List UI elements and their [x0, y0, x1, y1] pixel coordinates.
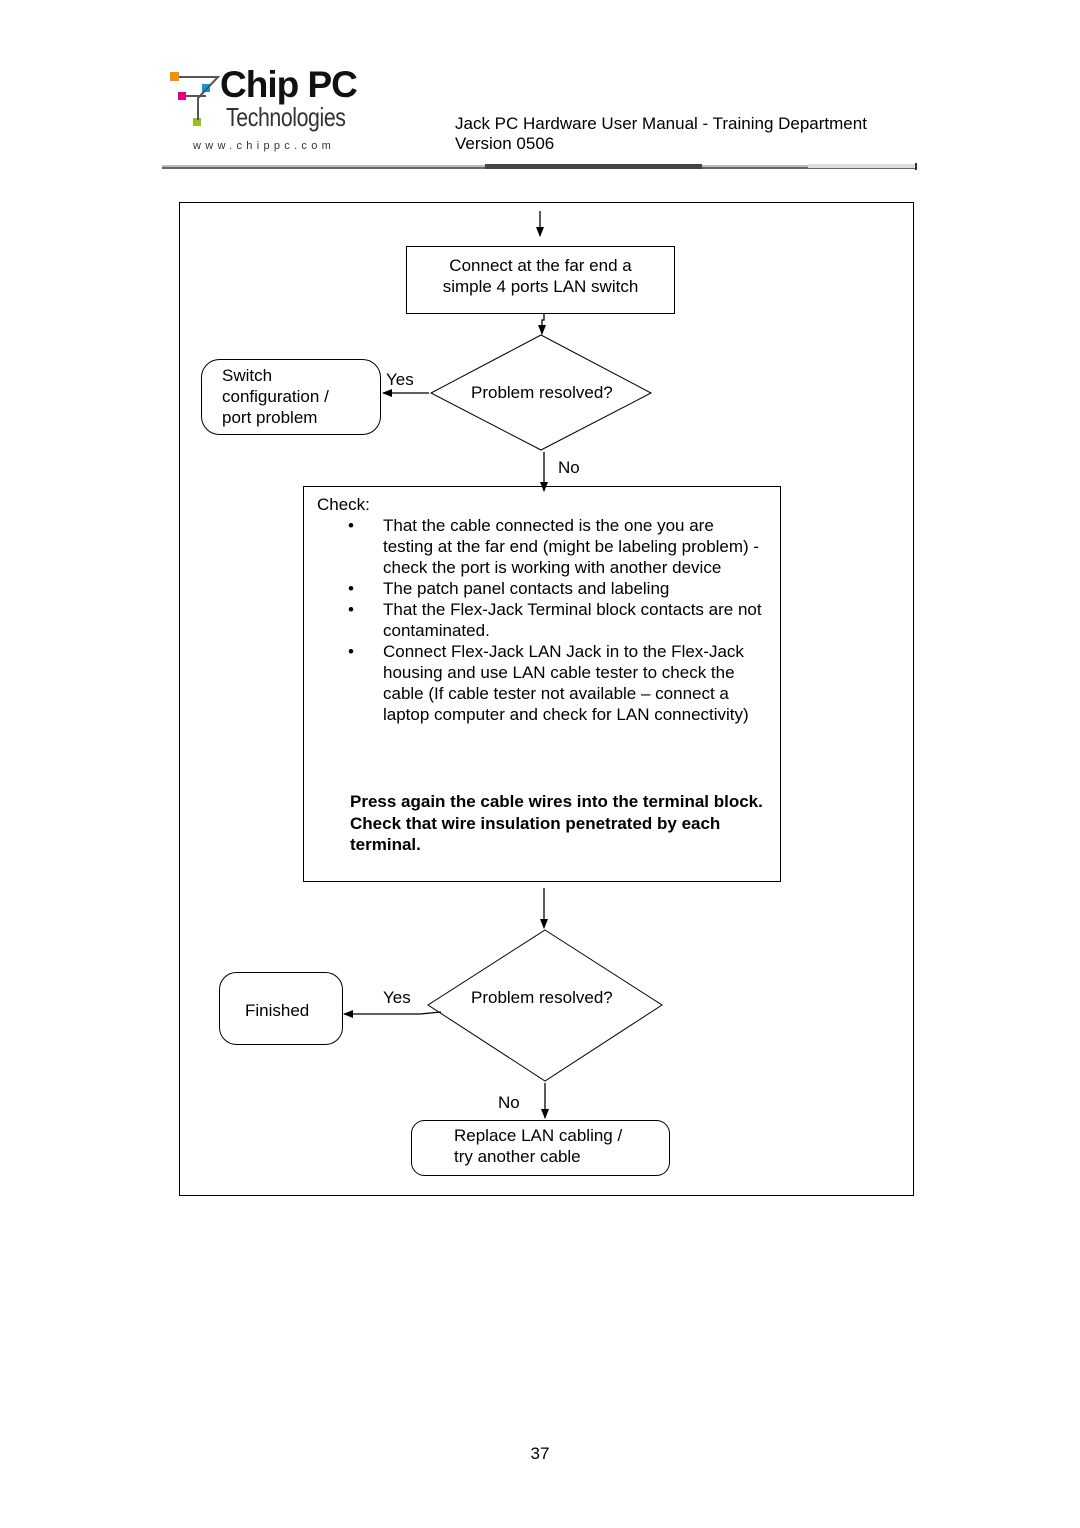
- page-number: 37: [530, 1444, 550, 1463]
- decision2-yes-label: Yes: [383, 988, 411, 1007]
- document-version: Version 0506: [455, 134, 555, 153]
- replace-box-text: Replace LAN cabling / try another cable: [454, 1125, 622, 1167]
- bullet-icon: •: [348, 516, 354, 535]
- switch-line-3: port problem: [222, 408, 318, 427]
- connect-line-2: simple 4 ports LAN switch: [442, 277, 639, 296]
- finished-box: [219, 972, 343, 1045]
- bullet-icon: •: [348, 600, 354, 619]
- list-item: •Connect Flex-Jack LAN Jack in to the Fl…: [348, 642, 749, 724]
- decision1-yes-label: Yes: [386, 370, 414, 389]
- logo-name: Chip PC: [220, 64, 358, 105]
- replace-line-1: Replace LAN cabling /: [454, 1126, 623, 1145]
- list-item: •The patch panel contacts and labeling: [348, 579, 670, 598]
- decision2-no-label: No: [498, 1093, 520, 1112]
- replace-line-2: try another cable: [454, 1147, 581, 1166]
- decision1-diamond: [429, 334, 653, 451]
- decision1-label: Problem resolved?: [471, 383, 613, 402]
- check-heading: Check:: [317, 495, 370, 514]
- connect-line-1: Connect at the far end a: [449, 256, 632, 275]
- switch-line-2: configuration /: [222, 387, 329, 406]
- document-header: Jack PC Hardware User Manual - Training …: [455, 114, 867, 154]
- decision2-diamond: [427, 929, 663, 1082]
- check-note: Press again the cable wires into the ter…: [350, 792, 763, 854]
- arrow-decision2-yes: [343, 1010, 442, 1018]
- decision1-no-label: No: [558, 458, 580, 477]
- arrow-connect-to-decision1: [538, 314, 546, 335]
- document-title: Jack PC Hardware User Manual - Training …: [455, 114, 867, 133]
- logo-subtitle: Technologies: [226, 102, 346, 132]
- replace-box: [411, 1120, 670, 1176]
- check-list: Check: •That the cable connected is the …: [317, 494, 767, 725]
- logo-url: www.chippc.com: [193, 140, 336, 152]
- switch-box: [201, 359, 381, 435]
- check-box: [303, 486, 781, 882]
- decision2-label: Problem resolved?: [471, 988, 613, 1007]
- header-rule: [162, 163, 917, 170]
- connect-box-text: Connect at the far end a simple 4 ports …: [406, 255, 675, 297]
- switch-box-text: Switch configuration / port problem: [222, 365, 329, 428]
- flowchart-frame: [179, 202, 914, 1196]
- switch-line-1: Switch: [222, 366, 273, 385]
- finished-label: Finished: [245, 1001, 310, 1020]
- bullet-icon: •: [348, 579, 354, 598]
- connect-box: [406, 246, 675, 314]
- bullet-icon: •: [348, 642, 354, 661]
- list-item: •That the cable connected is the one you…: [348, 516, 760, 577]
- list-item: •That the Flex-Jack Terminal block conta…: [348, 600, 762, 640]
- logo-mark-icon: [170, 72, 221, 126]
